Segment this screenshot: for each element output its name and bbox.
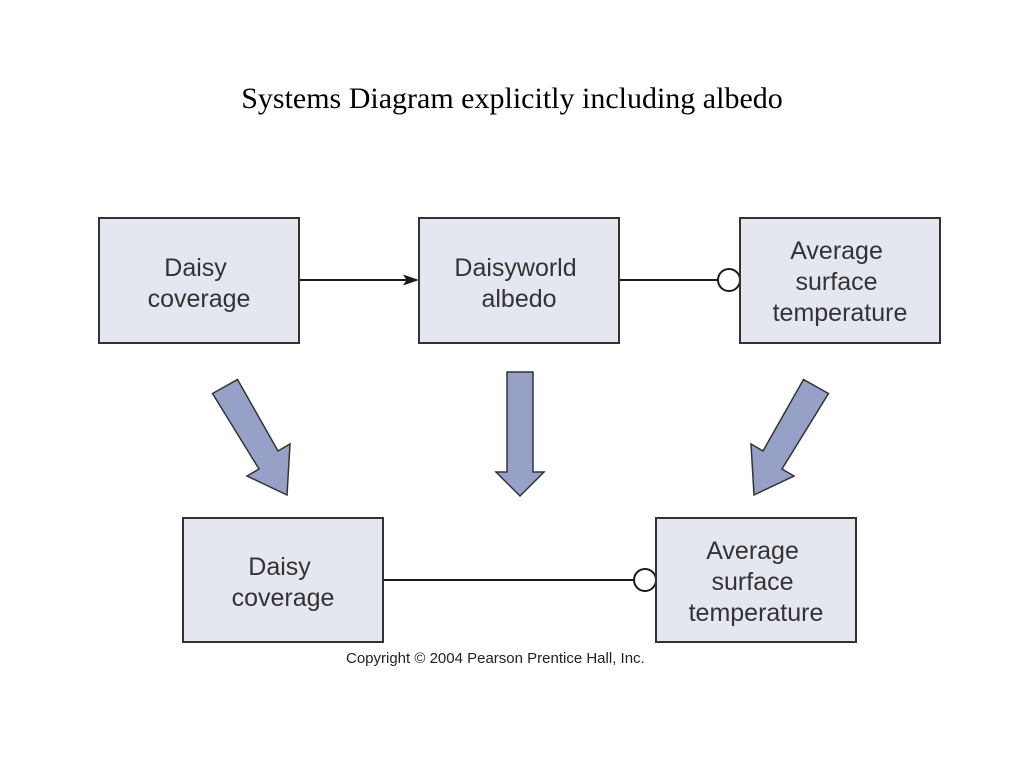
node-label-line: albedo	[481, 285, 556, 313]
node-top-daisy-coverage: Daisy coverage	[98, 217, 300, 344]
node-top-average-surface-temperature: Average surface temperature	[739, 217, 941, 344]
node-label-line: temperature	[773, 299, 908, 327]
node-label-line: Average	[706, 537, 799, 565]
node-label-line: coverage	[232, 584, 335, 612]
svg-text:Daisy coverage: Daisy coverage	[148, 254, 251, 313]
svg-text:Daisyworld albedo: Daisyworld albedo	[454, 254, 583, 313]
page-title: Systems Diagram explicitly including alb…	[241, 82, 783, 115]
node-label-line: Daisy	[164, 254, 227, 282]
svg-text:Average surface te: Average surface temperature	[689, 537, 824, 627]
block-arrow-left	[211, 378, 291, 497]
node-label-line: Average	[790, 237, 883, 265]
node-label-line: Daisy	[248, 553, 311, 581]
node-label-line: coverage	[148, 285, 251, 313]
node-bottom-daisy-coverage: Daisy coverage	[182, 517, 384, 643]
node-label-line: Daisyworld	[454, 254, 576, 282]
node-bottom-average-surface-temperature: Average surface temperature	[655, 517, 857, 643]
block-arrow-center	[494, 371, 546, 498]
node-label-line: surface	[712, 568, 794, 596]
node-label-line: temperature	[689, 599, 824, 627]
link-bottom-daisy-to-temperature	[383, 568, 657, 592]
link-daisy-to-albedo	[299, 274, 419, 286]
node-label-line: surface	[796, 268, 878, 296]
svg-text:Daisy coverage: Daisy coverage	[232, 553, 335, 612]
block-arrow-right	[750, 378, 830, 497]
copyright-notice: Copyright © 2004 Pearson Prentice Hall, …	[346, 650, 645, 667]
svg-text:Average surface te: Average surface temperature	[773, 237, 908, 327]
node-top-daisyworld-albedo: Daisyworld albedo	[418, 217, 620, 344]
link-albedo-to-temperature	[619, 268, 741, 292]
